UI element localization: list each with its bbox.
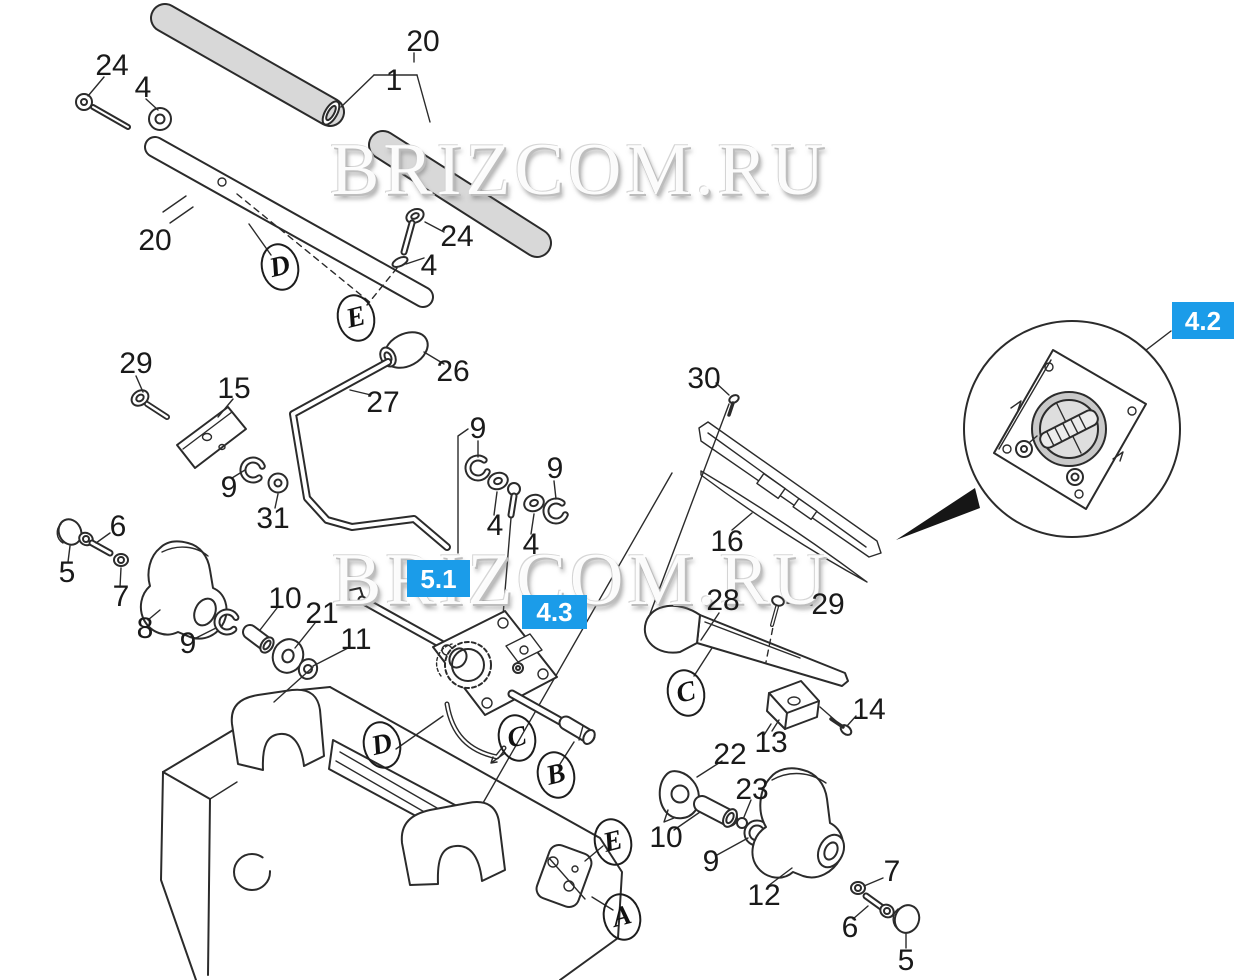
cap-5-right	[892, 904, 921, 949]
part-label-6: 6	[109, 510, 127, 543]
ref-oval-letter: D	[368, 727, 396, 763]
part-label-26: 26	[436, 355, 470, 388]
assembly-bracket-20-1	[340, 52, 431, 123]
part-label-29: 29	[119, 347, 153, 380]
part-label-9: 9	[220, 471, 238, 504]
part-label-24: 24	[95, 49, 129, 82]
screw-29-left	[130, 375, 170, 420]
cap-5-left	[56, 518, 83, 563]
screw-29-right	[770, 595, 813, 627]
part-label-28: 28	[706, 584, 740, 617]
part-label-20: 20	[138, 224, 172, 257]
knob-26	[379, 331, 445, 369]
section-link-5.1[interactable]: 5.1	[407, 560, 470, 597]
bolt-24-mid	[366, 207, 445, 306]
rod-part-d	[144, 136, 434, 308]
ref-oval-letter: E	[600, 824, 626, 859]
lever-28	[643, 604, 849, 687]
part-label-21: 21	[305, 597, 339, 630]
eclip-9-a	[239, 456, 266, 484]
part-label-14: 14	[852, 693, 886, 726]
part-label-31: 31	[256, 502, 290, 535]
washer-31	[267, 472, 289, 509]
ref-oval-letter: C	[673, 675, 699, 710]
part-label-10: 10	[268, 582, 302, 615]
washer-11	[273, 647, 349, 703]
tube-part-upper	[150, 3, 345, 127]
part-label-11: 11	[340, 623, 372, 656]
lever-rod-27	[289, 358, 451, 551]
part-label-9: 9	[702, 845, 720, 878]
gearbox-housing	[160, 686, 623, 980]
part-label-6: 6	[841, 911, 859, 944]
bracket-8	[139, 540, 228, 640]
bracket-12	[751, 767, 846, 887]
ref-oval-letter: D	[266, 249, 294, 285]
section-link-4.3[interactable]: 4.3	[522, 595, 587, 629]
washer-21	[271, 622, 316, 674]
bolt-6-right	[852, 892, 895, 920]
part-label-15: 15	[217, 372, 251, 405]
screw-24-top	[75, 76, 131, 130]
screw-30	[649, 382, 740, 615]
part-label-9: 9	[469, 412, 487, 445]
part-label-24: 24	[440, 220, 474, 253]
part-label-4: 4	[522, 528, 540, 561]
washer-7-left	[113, 553, 129, 588]
part-label-10: 10	[649, 821, 683, 854]
part-label-30: 30	[687, 362, 721, 395]
leader-20-left	[162, 195, 194, 224]
detail-view-circle	[963, 320, 1181, 538]
part-label-4: 4	[134, 71, 152, 104]
part-label-5: 5	[897, 944, 915, 977]
ref-oval-letter: B	[543, 757, 569, 792]
part-label-7: 7	[112, 580, 130, 613]
part-label-13: 13	[754, 726, 788, 759]
screw-14	[829, 715, 857, 736]
bushing-10-left	[242, 607, 278, 654]
part-label-23: 23	[735, 773, 769, 806]
part-label-20: 20	[406, 25, 440, 58]
eclip-9-d	[213, 608, 240, 636]
part-label-4: 4	[486, 509, 504, 542]
part-label-29: 29	[811, 588, 845, 621]
detail-pointer-wedge	[896, 488, 980, 540]
lid-16	[698, 421, 882, 583]
part-label-9: 9	[179, 627, 197, 660]
hook-plate-22	[658, 760, 723, 823]
ref-oval-letter: A	[609, 899, 635, 934]
part-label-8: 8	[136, 612, 154, 645]
ref-oval-letter: C	[504, 720, 530, 755]
shifter-mechanism	[345, 587, 596, 764]
ref-oval-letter: E	[343, 300, 369, 335]
part-label-27: 27	[366, 386, 400, 419]
part-label-1: 1	[385, 64, 403, 97]
part-label-9: 9	[546, 452, 564, 485]
bolt-6-left	[78, 531, 114, 557]
section-link-4.2[interactable]: 4.2	[1172, 302, 1234, 339]
part-label-7: 7	[883, 855, 901, 888]
part-label-4: 4	[420, 249, 438, 282]
part-label-12: 12	[747, 879, 781, 912]
part-label-22: 22	[713, 738, 747, 771]
part-label-5: 5	[58, 556, 76, 589]
block-13	[763, 680, 837, 736]
ring-23	[736, 799, 752, 829]
washer-7-right	[850, 877, 884, 895]
tube-part-lower	[368, 130, 552, 258]
plate-15	[176, 398, 247, 469]
part-label-16: 16	[710, 525, 744, 558]
bushing-10-right	[673, 795, 738, 831]
washer-4-top	[145, 98, 172, 131]
